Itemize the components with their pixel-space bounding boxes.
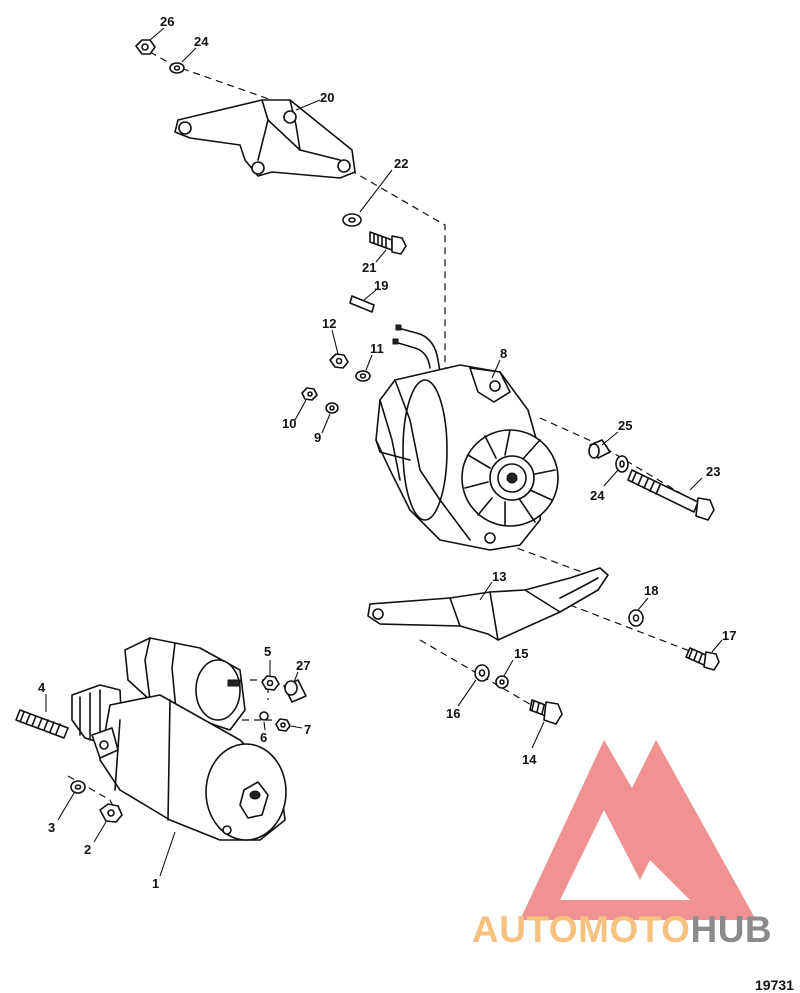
watermark-text: AUTOMOTOHUB: [472, 909, 772, 950]
watermark-text-secondary: HUB: [690, 909, 772, 950]
callout-11: 11: [370, 341, 384, 356]
callout-20: 20: [320, 90, 334, 105]
callout-9: 9: [314, 430, 321, 445]
callout-3: 3: [48, 820, 55, 835]
pin-19: [349, 295, 375, 313]
callout-13: 13: [492, 569, 506, 584]
callout-22: 22: [394, 156, 408, 171]
callout-2: 2: [84, 842, 91, 857]
watermark-text-primary: AUTOMOTO: [472, 909, 690, 950]
callout-1: 1: [152, 876, 159, 891]
callout-10: 10: [282, 416, 296, 431]
bolt-14: [529, 699, 563, 725]
alternator-wires: [392, 324, 441, 373]
callout-5: 5: [264, 644, 271, 659]
washer-6: [259, 711, 269, 721]
callout-16: 16: [446, 706, 460, 721]
callout-8: 8: [500, 346, 507, 361]
watermark-logo: [520, 740, 756, 920]
nut-2: [99, 803, 123, 823]
callout-17: 17: [722, 628, 736, 643]
nut-12: [329, 353, 349, 369]
callout-4: 4: [38, 680, 46, 695]
spacer-25: [588, 439, 611, 459]
stud-4: [15, 709, 69, 739]
callout-24-side: 24: [590, 488, 605, 503]
washer-3: [70, 780, 86, 794]
callout-12: 12: [322, 316, 336, 331]
hex-nut-top: [135, 39, 156, 55]
washer-9: [325, 402, 339, 414]
upper-mounting-bracket: [174, 99, 356, 179]
callout-21: 21: [362, 260, 376, 275]
svg-text:AUTOMOTOHUB: AUTOMOTOHUB: [472, 909, 772, 950]
callout-7: 7: [304, 722, 311, 737]
figure-number: 19731: [755, 977, 794, 993]
bolt-21: [369, 231, 407, 255]
nut-7: [275, 718, 291, 732]
callout-14: 14: [522, 752, 537, 767]
washer-18: [628, 609, 644, 627]
callout-19: 19: [374, 278, 388, 293]
nut-10: [301, 387, 318, 401]
bolt-17: [685, 647, 720, 671]
callout-labels: 26 24 20 22 21 19 12 11 8 10 9 25 23 24 …: [38, 14, 736, 891]
callout-23: 23: [706, 464, 720, 479]
washer-11: [355, 370, 371, 382]
adjusting-bracket: [367, 567, 609, 641]
lock-washer-top: [169, 62, 185, 74]
nut-5: [261, 675, 280, 691]
washer-16: [474, 664, 490, 682]
washer-24-side: [615, 455, 629, 473]
washer-22: [342, 213, 362, 227]
lock-washer-15: [495, 675, 509, 689]
spacer-27: [283, 679, 307, 703]
callout-6: 6: [260, 730, 267, 745]
leader-lines: [45, 27, 723, 877]
alternator: [375, 364, 559, 551]
callout-27: 27: [296, 658, 310, 673]
starter-motor: [71, 637, 287, 841]
callout-18: 18: [644, 583, 658, 598]
bolt-23: [627, 469, 715, 521]
callout-25: 25: [618, 418, 632, 433]
callout-15: 15: [514, 646, 528, 661]
callout-24-top: 24: [194, 34, 209, 49]
callout-26: 26: [160, 14, 174, 29]
